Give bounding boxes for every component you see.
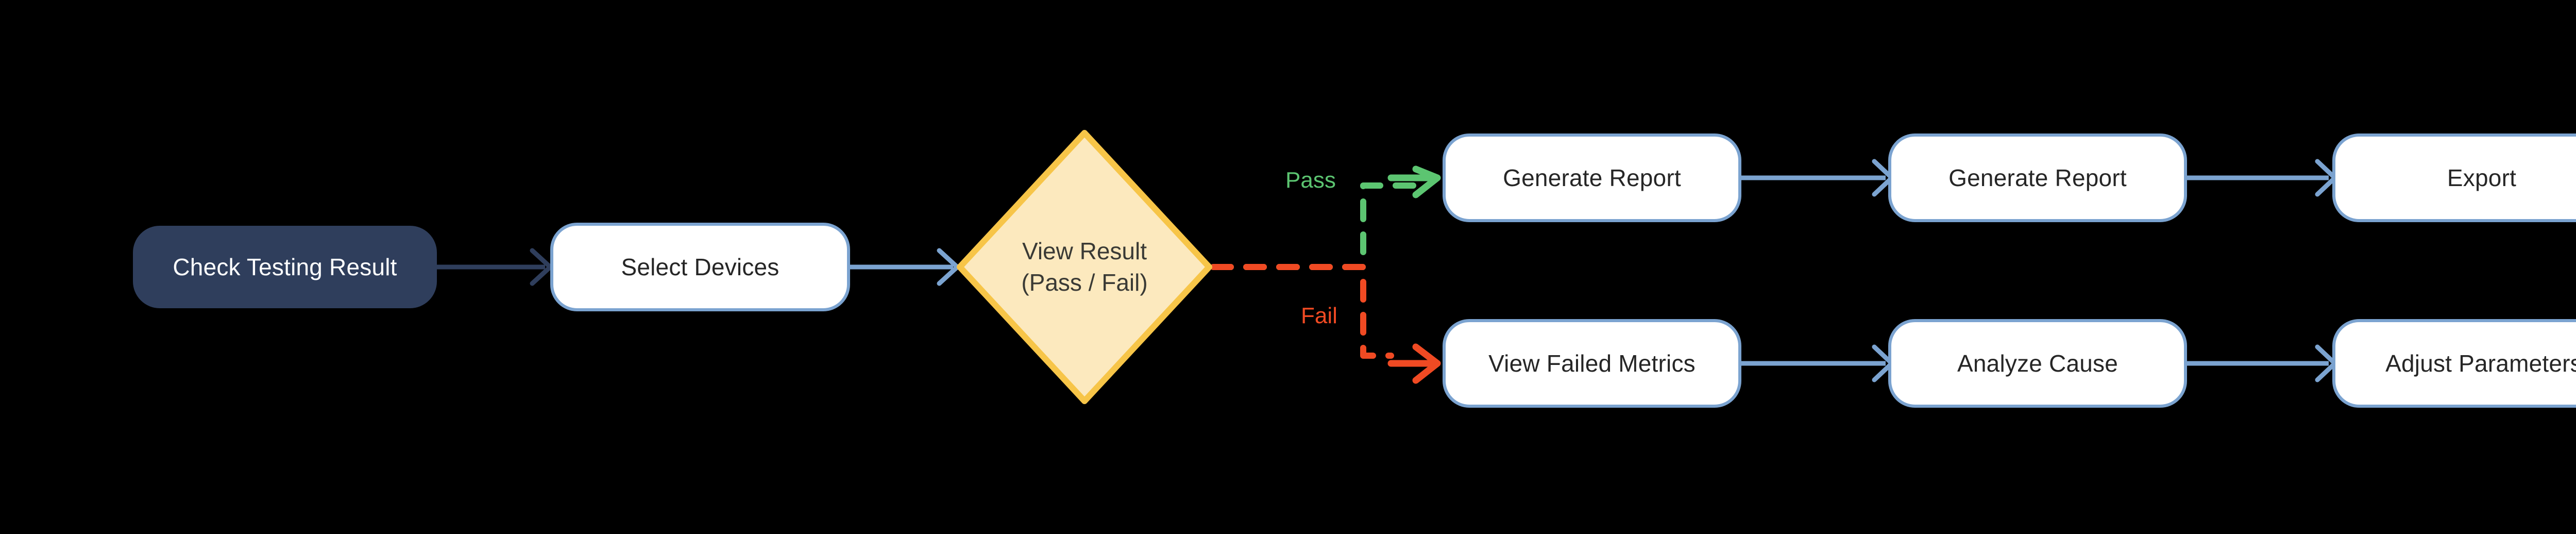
diamond-shape (957, 130, 1212, 404)
node-label: Generate Report (1948, 164, 2127, 191)
node-analyze-cause[interactable]: Analyze Cause (1888, 319, 2187, 408)
node-label: Select Devices (621, 253, 779, 280)
node-label: Check Testing Result (173, 253, 397, 280)
node-label: View Failed Metrics (1488, 349, 1696, 377)
edge-generate-report-1-to-generate-report-2 (1741, 159, 1894, 197)
node-select-devices[interactable]: Select Devices (550, 223, 850, 311)
node-label: Adjust Parameters (2385, 349, 2576, 377)
node-label: Generate Report (1503, 164, 1681, 191)
node-view-failed-metrics[interactable]: View Failed Metrics (1443, 319, 1741, 408)
edge-label-pass: Pass (1285, 168, 1336, 193)
edge-generate-report-2-to-export (2187, 159, 2337, 197)
edge-label-fail: Fail (1301, 303, 1337, 328)
node-generate-report-1[interactable]: Generate Report (1443, 134, 1741, 222)
node-check-testing-result[interactable]: Check Testing Result (133, 226, 437, 308)
edge-analyze-cause-to-adjust-parameters (2187, 344, 2337, 382)
edge-select-devices-to-decision (849, 248, 960, 286)
node-export[interactable]: Export (2332, 134, 2576, 222)
edge-decision-to-view-failed-metrics-fail (1210, 264, 1441, 384)
node-label: Analyze Cause (1957, 349, 2118, 377)
node-view-result-decision[interactable]: View Result (Pass / Fail) (956, 129, 1213, 405)
node-adjust-parameters[interactable]: Adjust Parameters (2332, 319, 2576, 408)
node-generate-report-2[interactable]: Generate Report (1888, 134, 2187, 222)
node-label: Export (2447, 164, 2517, 191)
edge-view-failed-metrics-to-analyze-cause (1741, 344, 1894, 382)
edge-start-to-select-devices (434, 248, 553, 286)
